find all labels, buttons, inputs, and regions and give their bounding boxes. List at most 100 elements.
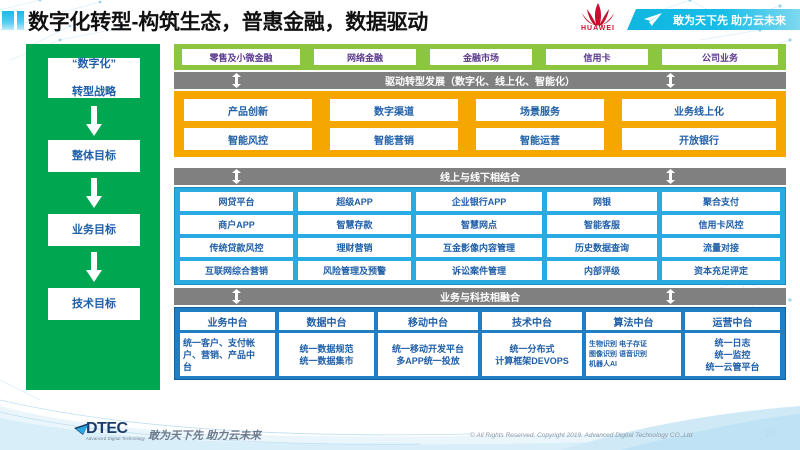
platform-body-3: 统一分布式 计算框架DEVOPS	[482, 333, 582, 376]
dtec-logo: DTEC Advanced Digital Technology	[74, 420, 148, 441]
business-line-3[interactable]: 信用卡	[546, 49, 648, 65]
business-line-1[interactable]: 网络金融	[314, 49, 416, 65]
platform-body-1: 统一数据规范 统一数据集市	[279, 333, 374, 376]
platform-body-5-line-0: 统一日志	[714, 337, 751, 348]
paper-plane-icon	[644, 13, 662, 26]
header-slogan-text: 敢为天下先 助力云未来	[673, 15, 787, 27]
online-item-3-1[interactable]: 风险管理及预警	[298, 261, 411, 280]
platform-title-4: 算法中台	[586, 312, 681, 330]
connector-bar-0: 驱动转型发展（数字化、线上化、智能化）	[174, 72, 786, 89]
transformation-item-0[interactable]: 产品创新	[184, 99, 312, 121]
online-item-0-3[interactable]: 网银	[547, 192, 657, 211]
platform-column-2[interactable]: 移动中台 统一移动开发平台 多APP统一投放	[378, 312, 478, 376]
transformation-item-6[interactable]: 智能运营	[476, 128, 604, 150]
business-line-4[interactable]: 公司业务	[662, 49, 778, 65]
platform-column-0[interactable]: 业务中台 统一客户、支付帐 户、营销、产品中 台	[180, 312, 275, 376]
online-item-0-2[interactable]: 企业银行APP	[416, 192, 542, 211]
platform-body-4-line-0: 生物识别 电子存证	[589, 340, 647, 348]
transformation-item-2[interactable]: 场景服务	[476, 99, 604, 121]
connector-bar-1-label: 线上与线下相结合	[440, 173, 520, 184]
updown-arrow-icon	[666, 169, 675, 184]
online-item-0-4[interactable]: 聚合支付	[662, 192, 780, 211]
transformation-item-1[interactable]: 数字渠道	[330, 99, 458, 121]
updown-arrow-icon	[232, 169, 241, 184]
online-item-0-0[interactable]: 网贷平台	[180, 192, 293, 211]
platform-body-5-line-1: 统一监控	[714, 349, 751, 360]
online-item-2-3[interactable]: 历史数据查询	[547, 238, 657, 257]
platform-column-1[interactable]: 数据中台 统一数据规范 统一数据集市	[279, 312, 374, 376]
online-item-3-4[interactable]: 资本充足评定	[662, 261, 780, 280]
platform-body-3-line-1: 计算框架DEVOPS	[495, 355, 569, 366]
platform-column-5[interactable]: 运营中台 统一日志 统一监控 统一云管平台	[685, 312, 780, 376]
page-title: 数字化转型-构筑生态，普惠金融，数据驱动	[28, 11, 428, 34]
huawei-flower-icon	[582, 3, 614, 26]
middle-platform-band: 业务中台 统一客户、支付帐 户、营销、产品中 台 数据中台 统一数据规范 统一数…	[174, 307, 786, 380]
platform-body-0-line-2: 台	[183, 361, 193, 372]
platform-body-5: 统一日志 统一监控 统一云管平台	[685, 333, 780, 376]
connector-bar-2: 业务与科技相融合	[174, 288, 786, 305]
transformation-item-5[interactable]: 智能营销	[330, 128, 458, 150]
platform-title-3: 技术中台	[482, 312, 582, 330]
platform-body-0-line-1: 户、营销、产品中	[183, 349, 256, 360]
title-accent-decoration	[2, 11, 24, 30]
platform-body-2-line-1: 多APP统一投放	[396, 355, 460, 366]
strategy-column: “数字化” 转型战略 整体目标 业务目标 技术目标	[26, 44, 160, 390]
online-item-1-4[interactable]: 信用卡风控	[662, 215, 780, 234]
platform-title-5: 运营中台	[685, 312, 780, 330]
transformation-item-3[interactable]: 业务线上化	[622, 99, 776, 121]
online-item-2-0[interactable]: 传统贷款风控	[180, 238, 293, 257]
online-item-3-3[interactable]: 内部评级	[547, 261, 657, 280]
updown-arrow-icon	[232, 73, 241, 88]
dtec-triangle-icon	[74, 423, 89, 435]
business-lines-band: 零售及小微金融 网络金融 金融市场 信用卡 公司业务	[174, 44, 786, 70]
copyright-text: © All Rights Reserved. Copyright 2019. A…	[470, 432, 693, 439]
online-item-0-1[interactable]: 超级APP	[298, 192, 411, 211]
strategy-box-1-label: 整体目标	[72, 150, 116, 162]
connector-bar-2-label: 业务与科技相融合	[440, 293, 520, 304]
huawei-wordmark: HUAWEI	[581, 25, 615, 32]
online-offline-band: 网贷平台 超级APP 企业银行APP 网银 聚合支付 商户APP 智慧存款 智慧…	[174, 187, 786, 285]
online-item-2-4[interactable]: 流量对接	[662, 238, 780, 257]
platform-title-1: 数据中台	[279, 312, 374, 330]
online-item-3-2[interactable]: 诉讼案件管理	[416, 261, 542, 280]
strategy-arrow-2	[86, 252, 102, 282]
platform-column-3[interactable]: 技术中台 统一分布式 计算框架DEVOPS	[482, 312, 582, 376]
page-number: 10	[764, 428, 777, 440]
strategy-box-2-label: 业务目标	[72, 224, 116, 236]
connector-bar-1: 线上与线下相结合	[174, 168, 786, 185]
platform-body-0-line-0: 统一客户、支付帐	[183, 337, 256, 348]
business-line-0[interactable]: 零售及小微金融	[182, 49, 300, 65]
online-item-2-1[interactable]: 理财营销	[298, 238, 411, 257]
transformation-band: 产品创新 数字渠道 场景服务 业务线上化 智能风控 智能营销 智能运营 开放银行	[174, 91, 786, 157]
platform-body-4: 生物识别 电子存证 图像识别 语音识别 机器人AI	[586, 333, 681, 376]
slide-header: 数字化转型-构筑生态，普惠金融，数据驱动 HUAWEI 敢为天下先 助力云未来	[0, 0, 800, 40]
strategy-box-1: 整体目标	[48, 140, 140, 172]
business-line-2[interactable]: 金融市场	[430, 49, 532, 65]
online-item-2-2[interactable]: 互金影像内容管理	[416, 238, 542, 257]
online-item-1-2[interactable]: 智慧网点	[416, 215, 542, 234]
strategy-box-2: 业务目标	[48, 214, 140, 246]
platform-body-4-line-2: 机器人AI	[589, 360, 617, 368]
strategy-box-3-label: 技术目标	[72, 298, 116, 310]
dtec-wordmark: DTEC	[86, 420, 128, 437]
huawei-logo: HUAWEI	[575, 2, 621, 36]
updown-arrow-icon	[666, 289, 675, 304]
platform-column-4[interactable]: 算法中台 生物识别 电子存证 图像识别 语音识别 机器人AI	[586, 312, 681, 376]
strategy-box-0: “数字化” 转型战略	[48, 58, 140, 98]
updown-arrow-icon	[666, 73, 675, 88]
platform-body-1-line-1: 统一数据集市	[299, 355, 354, 366]
platform-title-0: 业务中台	[180, 312, 275, 330]
transformation-item-7[interactable]: 开放银行	[622, 128, 776, 150]
online-item-1-1[interactable]: 智慧存款	[298, 215, 411, 234]
online-item-1-0[interactable]: 商户APP	[180, 215, 293, 234]
online-item-3-0[interactable]: 互联网综合营销	[180, 261, 293, 280]
updown-arrow-icon	[232, 289, 241, 304]
platform-title-2: 移动中台	[378, 312, 478, 330]
transformation-item-4[interactable]: 智能风控	[184, 128, 312, 150]
strategy-box-0-line1: “数字化”	[72, 58, 116, 70]
online-item-1-3[interactable]: 智能客服	[547, 215, 657, 234]
strategy-arrow-0	[86, 106, 102, 136]
footer-slogan: 敢为天下先 助力云未来	[148, 430, 262, 442]
strategy-arrow-1	[86, 178, 102, 208]
